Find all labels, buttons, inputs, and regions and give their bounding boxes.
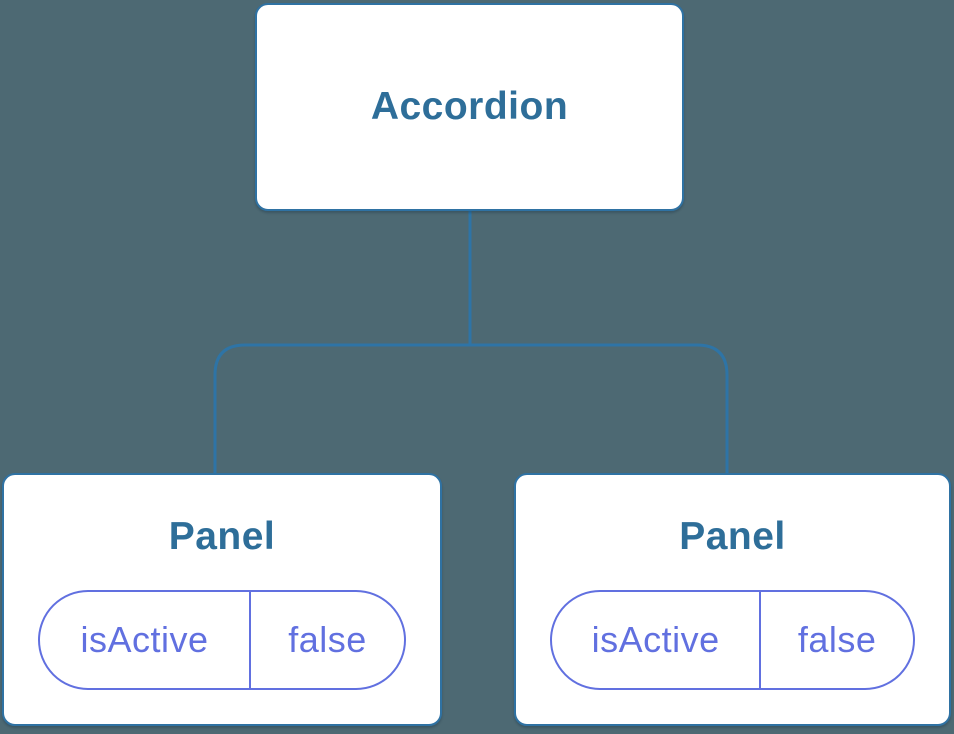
component-node-panel-2: Panel isActive false bbox=[514, 473, 951, 726]
component-label: Panel bbox=[679, 515, 786, 558]
component-label: Panel bbox=[168, 515, 276, 558]
component-node-panel-1: Panel isActive false bbox=[2, 473, 442, 726]
component-node-accordion: Accordion bbox=[255, 3, 684, 211]
state-pill: isActive false bbox=[550, 590, 915, 690]
connector-branch-left bbox=[213, 343, 470, 475]
connector-branch-right bbox=[470, 343, 729, 475]
state-prop-value: false bbox=[288, 619, 367, 660]
state-pill: isActive false bbox=[38, 590, 406, 690]
state-prop-value: false bbox=[797, 619, 877, 660]
component-label: Accordion bbox=[370, 85, 569, 128]
state-prop-name: isActive bbox=[40, 592, 252, 688]
state-prop-name: isActive bbox=[552, 592, 762, 688]
